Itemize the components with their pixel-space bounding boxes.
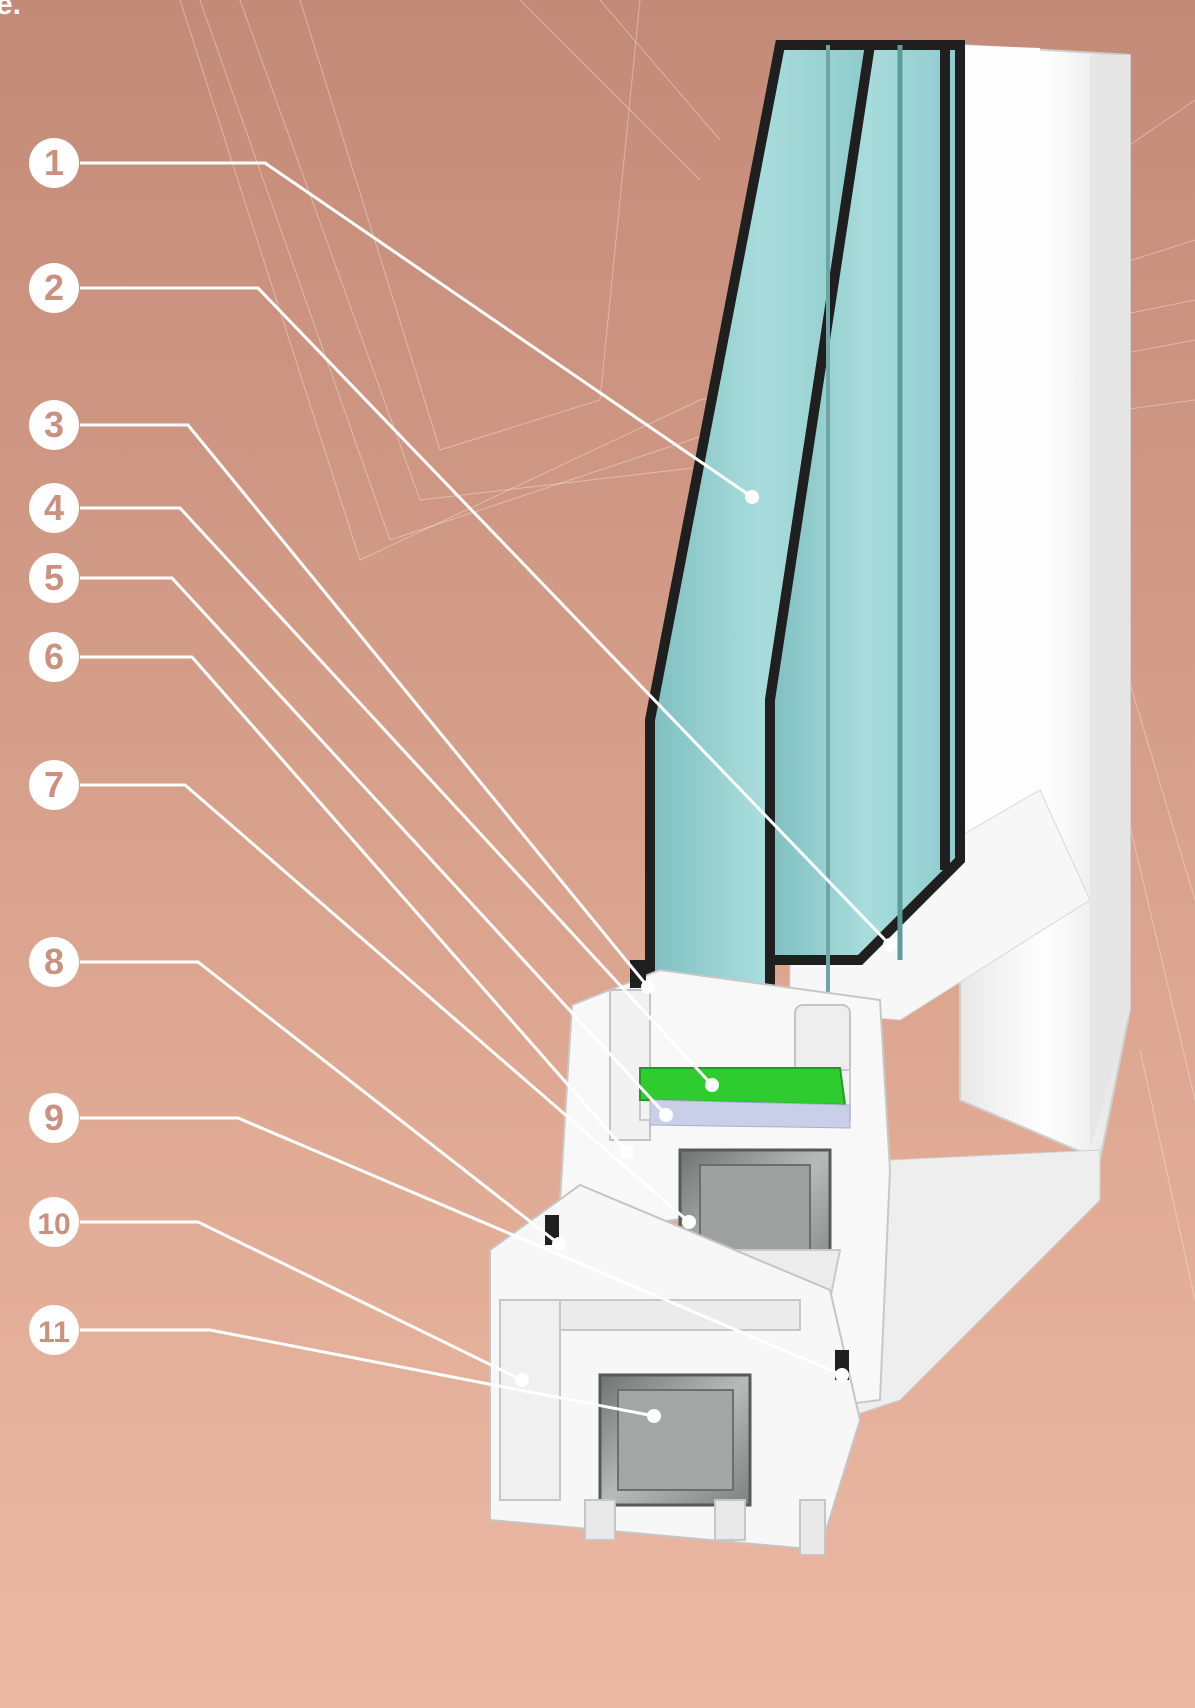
leader-line-6 bbox=[80, 655, 629, 1153]
callout-badges: 1 2 3 4 5 6 7 8 9 10 11 bbox=[29, 138, 79, 1355]
callout-number-3: 3 bbox=[44, 404, 64, 445]
callout-badge-1 bbox=[29, 138, 79, 188]
callout-badge-4 bbox=[29, 483, 79, 533]
callout-badge-8 bbox=[29, 937, 79, 987]
leader-dot-8 bbox=[552, 1237, 566, 1251]
leader-line-2 bbox=[80, 286, 892, 947]
leader-line-3 bbox=[80, 423, 650, 988]
leader-line-9 bbox=[80, 1116, 843, 1377]
frame-profile bbox=[489, 960, 862, 1556]
callout-number-5: 5 bbox=[44, 557, 64, 598]
callout-number-1: 1 bbox=[44, 142, 64, 183]
leader-dot-2 bbox=[883, 938, 897, 952]
leader-dot-9 bbox=[835, 1368, 849, 1382]
leader-dot-5 bbox=[659, 1108, 673, 1122]
callout-number-4: 4 bbox=[44, 487, 64, 528]
leader-dot-3 bbox=[641, 980, 655, 994]
callout-number-6: 6 bbox=[44, 636, 64, 677]
leader-dot-11 bbox=[647, 1409, 661, 1423]
callout-badge-6 bbox=[29, 632, 79, 682]
leader-line-5 bbox=[80, 576, 668, 1117]
callout-badge-9 bbox=[29, 1093, 79, 1143]
corner-text: e. bbox=[0, 0, 22, 21]
leader-line-4 bbox=[80, 506, 714, 1087]
callout-number-10: 10 bbox=[37, 1208, 70, 1241]
callout-badge-10 bbox=[29, 1197, 79, 1247]
leader-dot-4 bbox=[705, 1078, 719, 1092]
window-frame bbox=[789, 43, 1131, 1431]
leader-line-10 bbox=[80, 1220, 523, 1382]
callout-number-8: 8 bbox=[44, 941, 64, 982]
callout-badge-7 bbox=[29, 760, 79, 810]
leader-line-8 bbox=[80, 960, 560, 1246]
leader-line-11 bbox=[80, 1328, 655, 1418]
callout-number-2: 2 bbox=[44, 267, 64, 308]
callout-number-11: 11 bbox=[38, 1316, 70, 1349]
leader-line-1 bbox=[80, 161, 753, 499]
leader-dot-10 bbox=[515, 1373, 529, 1387]
leader-dot-6 bbox=[620, 1145, 634, 1159]
callout-badge-11 bbox=[29, 1305, 79, 1355]
leader-dot-1 bbox=[745, 490, 759, 504]
leader-dot-7 bbox=[682, 1215, 696, 1229]
leader-lines bbox=[80, 161, 897, 1423]
leader-line-7 bbox=[80, 783, 690, 1224]
callout-badge-5 bbox=[29, 553, 79, 603]
callout-number-9: 9 bbox=[44, 1097, 64, 1138]
double-glazed-unit bbox=[645, 40, 965, 1065]
callout-badge-3 bbox=[29, 400, 79, 450]
callout-number-7: 7 bbox=[44, 764, 64, 805]
callout-badge-2 bbox=[29, 263, 79, 313]
